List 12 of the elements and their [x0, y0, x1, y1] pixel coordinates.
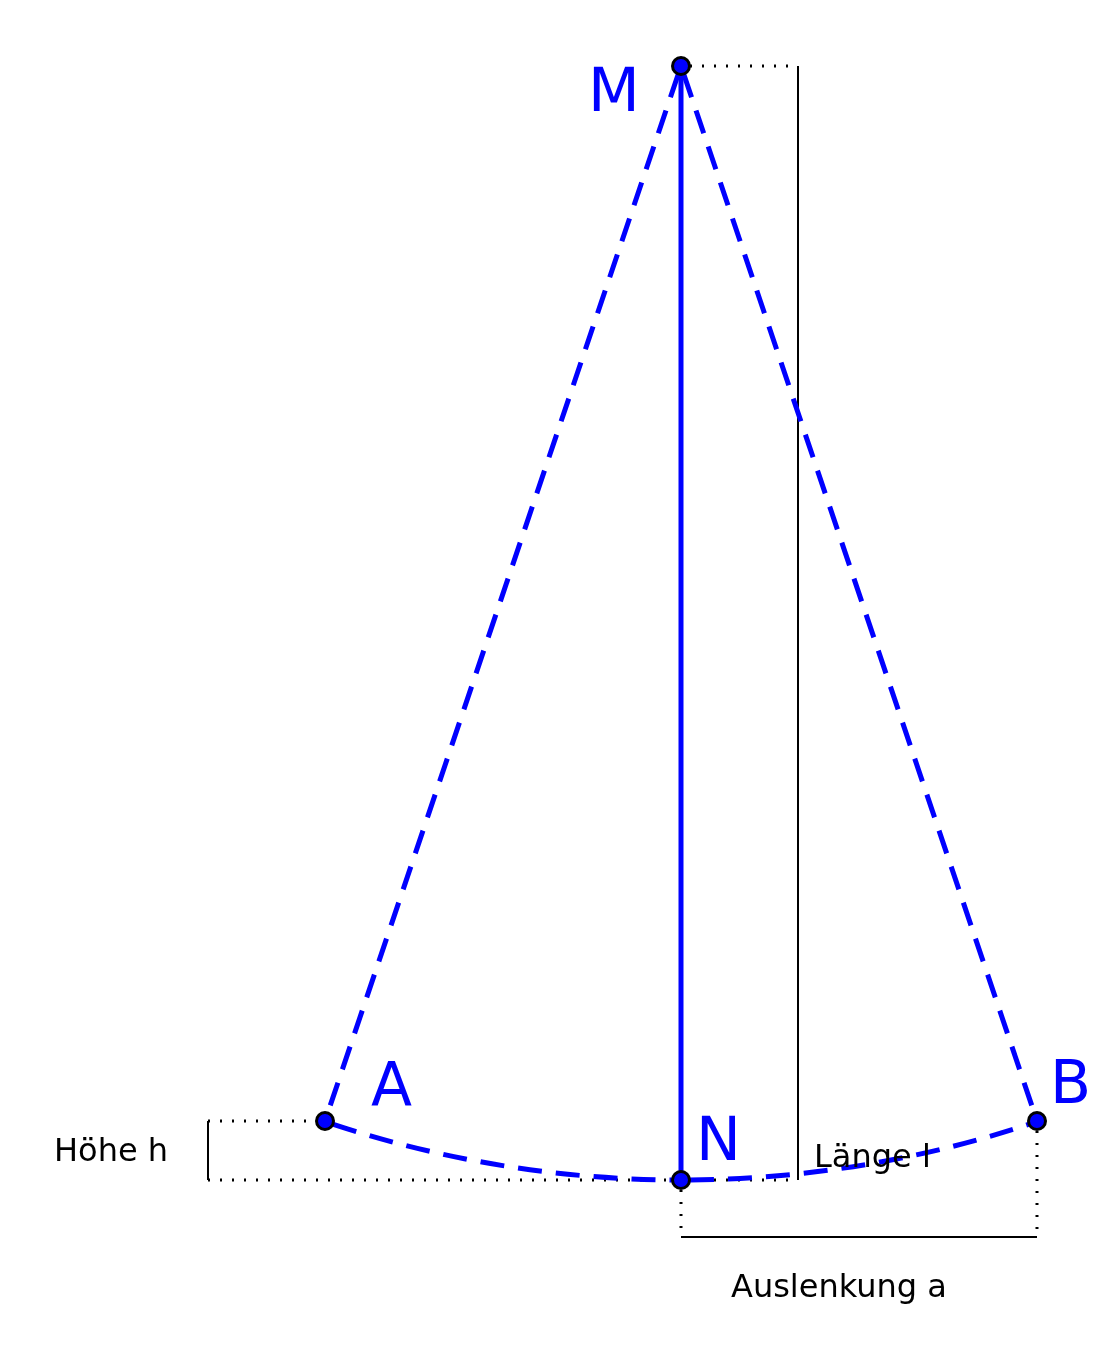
point: [671, 56, 691, 76]
dimension-label: Auslenkung a: [731, 1270, 947, 1302]
point: [1027, 1111, 1047, 1131]
dimension-label: Länge l: [814, 1140, 931, 1172]
point-label: B: [1050, 1052, 1092, 1112]
point-label: A: [371, 1054, 413, 1114]
pendulum-line: [678, 75, 684, 1171]
point-label: N: [696, 1109, 741, 1169]
dimension-label: Höhe h: [54, 1134, 169, 1166]
point-label: M: [588, 60, 640, 120]
point: [671, 1170, 691, 1190]
point: [315, 1111, 335, 1131]
